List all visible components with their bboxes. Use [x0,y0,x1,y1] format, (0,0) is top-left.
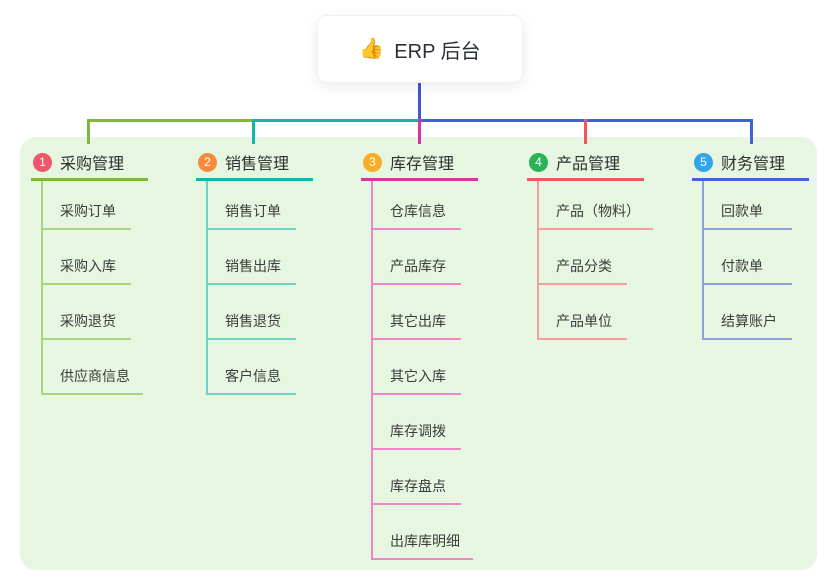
branch-item[interactable]: 产品单位 [539,285,627,340]
branch-item[interactable]: 其它出库 [373,285,461,340]
branch-title: 产品管理 [556,156,621,173]
branch-item-label: 客户信息 [225,368,281,384]
branch-item[interactable]: 采购订单 [43,181,131,230]
branch-4: 4 产品管理 产品（物料） 产品分类 产品单位 [527,140,653,340]
branch-item[interactable]: 采购入库 [43,230,131,285]
branch-item[interactable]: 出库库明细 [373,505,473,560]
branch-header-1[interactable]: 1 采购管理 [31,140,148,181]
connector-drop-1 [87,119,90,144]
connector-segment-green [87,119,253,122]
branch-item[interactable]: 销售订单 [208,181,296,230]
connector-segment-teal [253,119,419,122]
branch-item-label: 库存调拨 [390,423,446,439]
branch-title: 财务管理 [721,156,786,173]
branch-item-label: 采购入库 [60,258,116,274]
connector-drop-4 [584,119,587,144]
branch-item[interactable]: 库存调拨 [373,395,461,450]
branch-item-label: 供应商信息 [60,368,130,384]
branch-header-3[interactable]: 3 库存管理 [361,140,478,181]
branch-item[interactable]: 销售退货 [208,285,296,340]
branch-item-label: 付款单 [721,258,763,274]
root-node[interactable]: 👍 ERP 后台 [317,15,523,83]
root-connector-stem [418,82,421,122]
branch-item-label: 其它出库 [390,313,446,329]
branch-item-label: 产品单位 [556,313,612,329]
connector-drop-5 [750,119,753,144]
branch-item-label: 销售订单 [225,203,281,219]
branch-number-badge: 5 [694,152,713,172]
branch-item-label: 采购退货 [60,313,116,329]
branch-item[interactable]: 付款单 [704,230,792,285]
branch-number-badge: 2 [198,152,217,172]
branches-panel [20,137,817,570]
branch-item[interactable]: 产品（物料） [539,181,653,230]
branch-item[interactable]: 供应商信息 [43,340,143,395]
branch-title: 采购管理 [60,156,125,173]
branch-item[interactable]: 销售出库 [208,230,296,285]
branch-item[interactable]: 结算账户 [704,285,792,340]
branch-item-label: 产品分类 [556,258,612,274]
branch-5: 5 财务管理 回款单 付款单 结算账户 [692,140,809,340]
branch-item-label: 回款单 [721,203,763,219]
connector-drop-3 [418,119,421,144]
branch-item[interactable]: 产品库存 [373,230,461,285]
branch-item[interactable]: 库存盘点 [373,450,461,505]
branch-items: 仓库信息 产品库存 其它出库 其它入库 库存调拨 库存盘点 出库库明细 [371,181,473,560]
branch-items: 回款单 付款单 结算账户 [702,181,792,340]
branch-items: 产品（物料） 产品分类 产品单位 [537,181,653,340]
branch-item-label: 库存盘点 [390,478,446,494]
branch-items: 销售订单 销售出库 销售退货 客户信息 [206,181,296,395]
branch-item-label: 其它入库 [390,368,446,384]
branch-number-badge: 3 [363,152,382,172]
branch-title: 销售管理 [225,156,290,173]
branch-item-label: 结算账户 [721,313,777,329]
branch-header-2[interactable]: 2 销售管理 [196,140,313,181]
branch-item[interactable]: 产品分类 [539,230,627,285]
branch-2: 2 销售管理 销售订单 销售出库 销售退货 客户信息 [196,140,313,395]
branch-item[interactable]: 其它入库 [373,340,461,395]
branch-header-5[interactable]: 5 财务管理 [692,140,809,181]
branch-title: 库存管理 [390,156,455,173]
branch-item[interactable]: 回款单 [704,181,792,230]
branch-item-label: 产品（物料） [556,203,640,219]
connector-drop-2 [252,119,255,144]
branch-item-label: 出库库明细 [390,533,460,549]
branch-item[interactable]: 采购退货 [43,285,131,340]
branch-item-label: 仓库信息 [390,203,446,219]
branch-items: 采购订单 采购入库 采购退货 供应商信息 [41,181,143,395]
branch-item-label: 产品库存 [390,258,446,274]
branch-item[interactable]: 客户信息 [208,340,296,395]
branch-number-badge: 1 [33,152,52,172]
branch-number-badge: 4 [529,152,548,172]
branch-header-4[interactable]: 4 产品管理 [527,140,644,181]
branch-item-label: 销售退货 [225,313,281,329]
thumbs-up-icon: 👍 [359,38,385,60]
branch-3: 3 库存管理 仓库信息 产品库存 其它出库 其它入库 库存调拨 库存盘点 出库库… [361,140,478,560]
branch-item[interactable]: 仓库信息 [373,181,461,230]
branch-item-label: 采购订单 [60,203,116,219]
root-label: ERP 后台 [394,40,481,63]
branch-1: 1 采购管理 采购订单 采购入库 采购退货 供应商信息 [31,140,148,395]
branch-item-label: 销售出库 [225,258,281,274]
